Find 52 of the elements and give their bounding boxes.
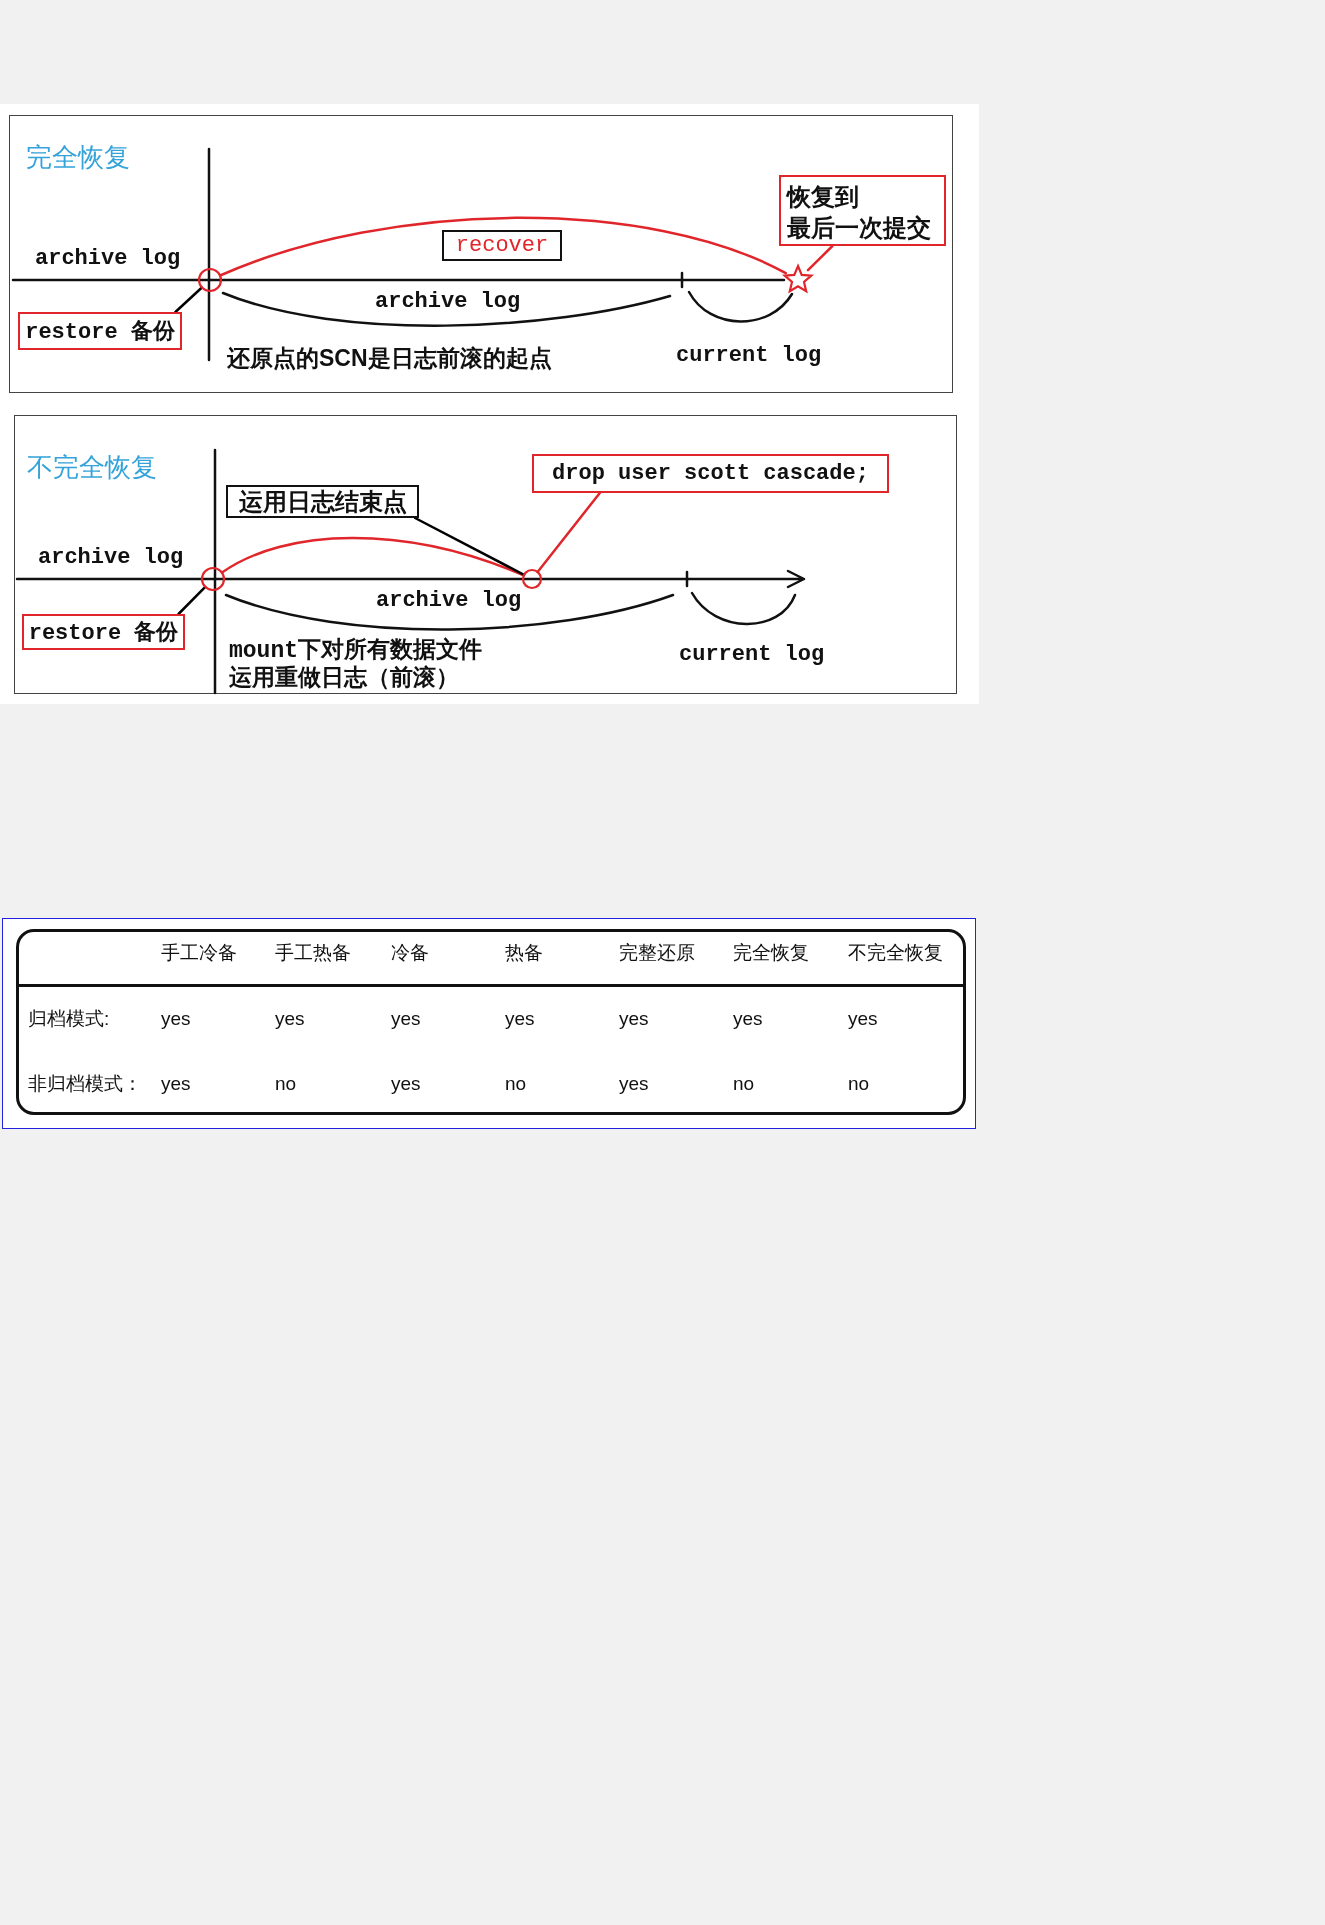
status-text: no xyxy=(848,1073,870,1096)
status-text: yes xyxy=(733,1008,763,1031)
panel-title: 不完全恢复 xyxy=(27,452,157,484)
leader-line xyxy=(413,516,526,577)
column-header: 手工热备 xyxy=(275,942,351,965)
column-header: 冷备 xyxy=(391,942,429,965)
axis-label: archive log xyxy=(38,545,184,571)
row-header: 非归档模式： xyxy=(28,1073,142,1096)
status-text: yes xyxy=(848,1008,878,1031)
status-text: yes xyxy=(619,1008,649,1031)
callout-box: drop user scott cascade; xyxy=(532,454,889,493)
status-text: no xyxy=(505,1073,527,1096)
status-text: yes xyxy=(505,1008,535,1031)
axis-label: current log xyxy=(679,642,825,668)
callout-box: 恢复到最后一次提交 xyxy=(779,175,946,246)
axis-label: current log xyxy=(676,343,822,369)
leader-line xyxy=(536,491,602,574)
panel-title: 完全恢复 xyxy=(26,142,130,174)
column-header: 完整还原 xyxy=(619,942,695,965)
star-icon xyxy=(782,264,814,296)
leader-line xyxy=(174,286,204,314)
leader-line xyxy=(177,585,207,616)
column-header: 手工冷备 xyxy=(161,942,237,965)
ring-icon xyxy=(521,568,543,590)
annotation-text: 还原点的SCN是日志前滚的起点 xyxy=(227,345,552,372)
callout-box: recover xyxy=(442,230,562,261)
ring-icon xyxy=(197,267,223,293)
column-header: 热备 xyxy=(505,942,543,965)
status-text: yes xyxy=(391,1008,421,1031)
status-text: yes xyxy=(161,1073,191,1096)
leader-line xyxy=(806,244,834,272)
curved-line xyxy=(218,216,788,277)
axis-label: archive log xyxy=(375,289,521,315)
callout-box: 运用日志结束点 xyxy=(226,485,419,518)
column-header: 不完全恢复 xyxy=(848,942,943,965)
callout-box: restore 备份 xyxy=(22,614,185,650)
axis-label: archive log xyxy=(376,588,522,614)
diagram-panel xyxy=(14,415,957,694)
status-text: yes xyxy=(391,1073,421,1096)
annotation-text: mount下对所有数据文件运用重做日志（前滚） xyxy=(229,638,483,694)
ring-icon xyxy=(200,566,226,592)
curved-line xyxy=(220,536,525,577)
status-text: no xyxy=(275,1073,297,1096)
callout-box: restore 备份 xyxy=(18,312,182,350)
status-text: yes xyxy=(161,1008,191,1031)
diagram-panel xyxy=(9,115,953,393)
status-text: no xyxy=(733,1073,755,1096)
row-header: 归档模式: xyxy=(28,1008,110,1031)
axis-label: archive log xyxy=(35,246,181,272)
status-text: yes xyxy=(619,1073,649,1096)
column-header: 完全恢复 xyxy=(733,942,809,965)
status-text: yes xyxy=(275,1008,305,1031)
